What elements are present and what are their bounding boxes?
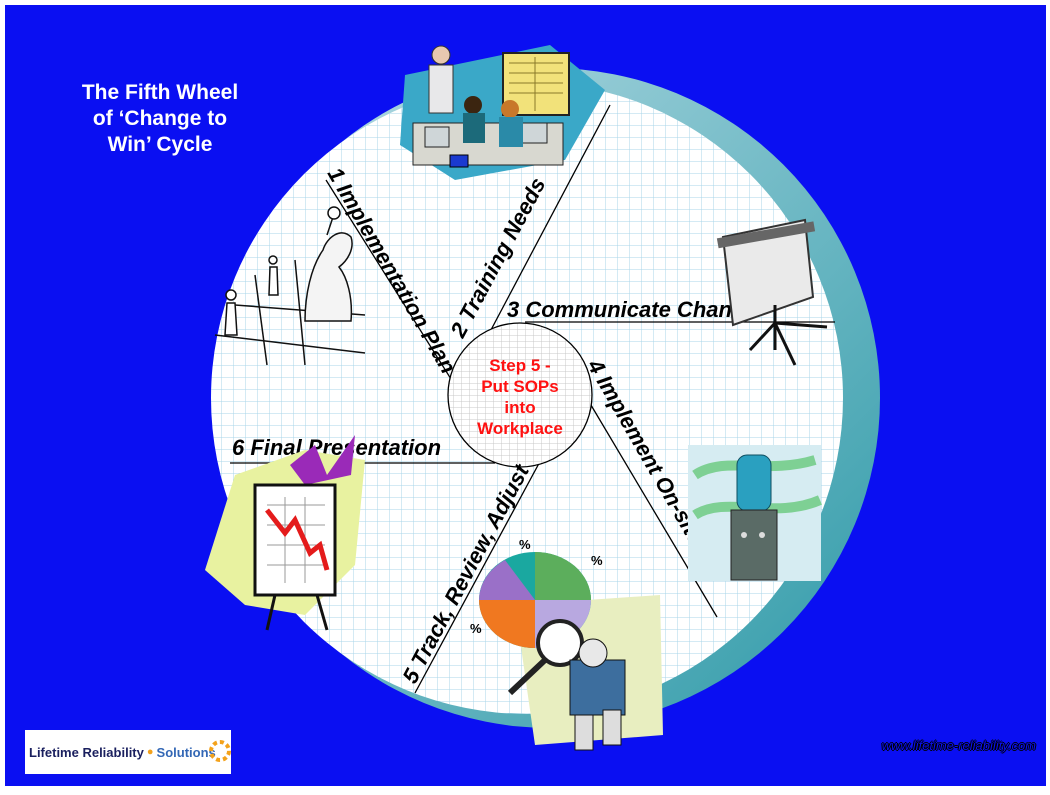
wheel-diagram: Step 5 - Put SOPs into Workplace 1 Imple… [205, 45, 880, 751]
hub-line-2: Put SOPs [481, 377, 558, 396]
logo-dot-icon: ● [146, 746, 154, 758]
slide-title: The Fifth Wheel of ‘Change to Win’ Cycle [81, 81, 239, 156]
spoke [482, 104, 611, 346]
pie-chart-magnifier-icon: % % % [470, 537, 663, 751]
website-url: www.lifetime-reliability.com [881, 738, 1036, 753]
hub-circle [447, 322, 593, 468]
flip-chart-icon [205, 435, 365, 631]
logo-text-secondary: Solutions [156, 744, 216, 760]
hub-line-4: Workplace [477, 419, 563, 438]
hub-line-1: Step 5 - [489, 356, 550, 375]
hub-line-3: into [504, 398, 535, 417]
spoke [414, 442, 551, 694]
pie-percent-mark-2: % [591, 553, 603, 568]
slide: Step 5 - Put SOPs into Workplace 1 Imple… [5, 5, 1046, 786]
water-cooler-icon [688, 445, 823, 581]
projector-screen-icon [716, 218, 828, 366]
company-logo: Lifetime Reliability ● Solutions [25, 730, 231, 774]
training-classroom-icon [400, 45, 605, 180]
segment-3-label: 3 Communicate Change [507, 297, 758, 322]
logo-text-primary: Lifetime Reliability [29, 744, 144, 760]
pie-percent-mark-3: % [470, 621, 482, 636]
gear-icon [209, 740, 231, 762]
chess-pieces-icon [214, 206, 366, 366]
pie-percent-mark-1: % [519, 537, 531, 552]
